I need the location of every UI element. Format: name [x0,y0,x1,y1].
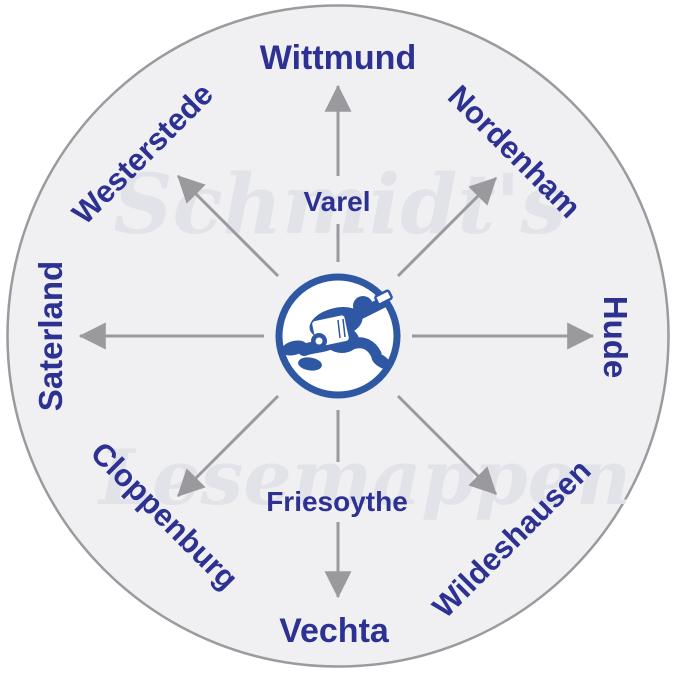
city-label-saterland: Saterland [32,261,69,411]
running-reader-icon [281,289,393,371]
city-label-friesoythe: Friesoythe [266,486,408,517]
city-label-varel: Varel [304,186,371,217]
arrow-northwest [176,174,280,278]
center-logo [275,273,401,399]
arrow-southwest [176,394,280,498]
city-label-wittmund: Wittmund [260,39,416,77]
city-label-hude: Hude [597,296,634,379]
city-label-vechta: Vechta [279,612,390,650]
arrow-northeast [396,176,498,278]
arrow-southeast [396,394,498,496]
